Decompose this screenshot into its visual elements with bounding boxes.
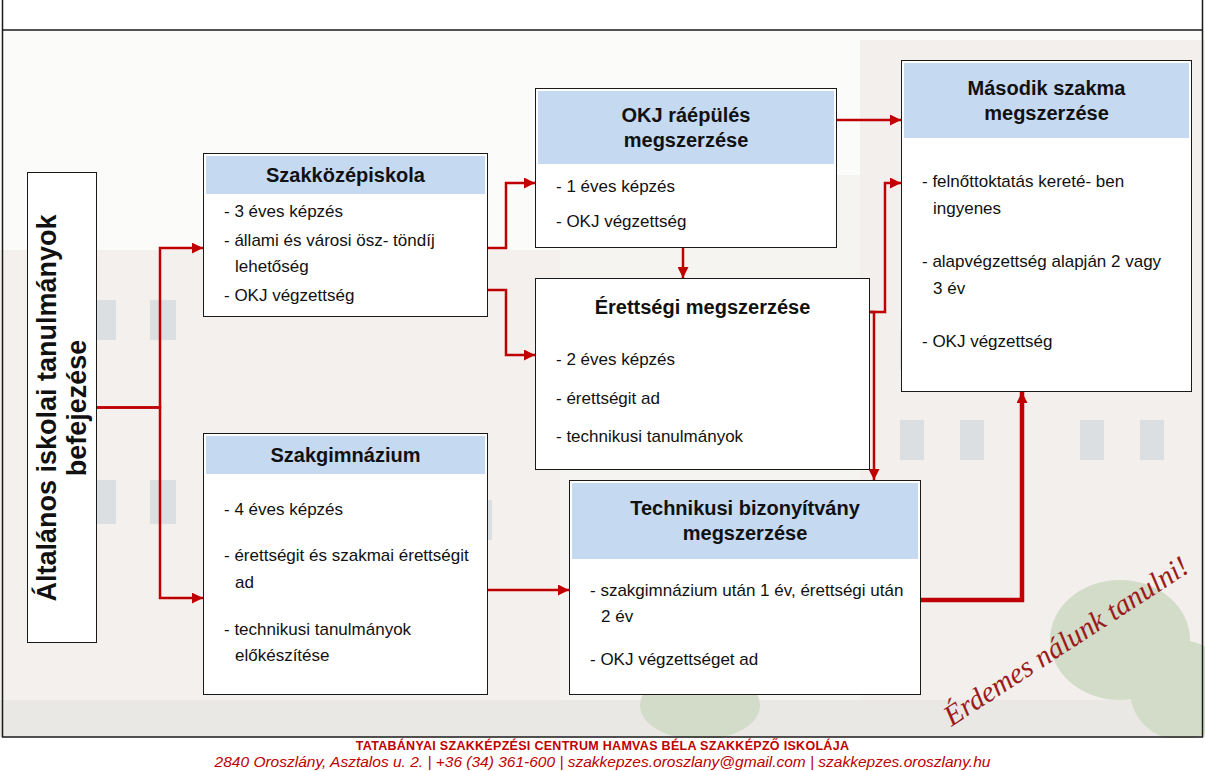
box-bullet: - technikusi tanulmányok előkészítése xyxy=(224,617,475,670)
stage-box: Technikusi bizonyítvány megszerzése - sza… xyxy=(569,480,921,695)
contact-line: 2840 Oroszlány, Asztalos u. 2. | +36 (34… xyxy=(0,753,1205,771)
box-bullet: - OKJ végzettséget ad xyxy=(590,647,908,673)
flow-arrow xyxy=(488,183,535,248)
box-body: - 4 éves képzés - érettségit és szakmai é… xyxy=(204,474,487,694)
box-body: - 1 éves képzés - OKJ végzettség xyxy=(536,164,836,247)
box-bullet: - OKJ végzettség xyxy=(556,209,824,235)
box-bullet: - 1 éves képzés xyxy=(556,174,824,200)
box-bullet: - OKJ végzettség xyxy=(922,329,1165,355)
flow-arrow xyxy=(682,248,685,278)
box-heading: Szakgimnázium xyxy=(206,436,485,474)
frame-divider xyxy=(3,29,1203,31)
flow-arrow xyxy=(870,183,901,312)
box-bullet: - felnőttoktatás kereté- ben ingyenes xyxy=(922,169,1165,222)
slogan-text: Érdemes nálunk tanulni! xyxy=(937,549,1195,732)
box-heading: Technikusi bizonyítvány megszerzése xyxy=(572,483,918,559)
box-heading: Szakközépiskola xyxy=(206,156,485,194)
start-text-group: Általános iskolai tanulmányok befejezése xyxy=(32,207,92,608)
stage-box: Szakgimnázium - 4 éves képzés - érettségit… xyxy=(203,433,488,695)
stage-box: Második szakma megszerzése- felnőttoktat… xyxy=(901,60,1192,392)
box-body: - 3 éves képzés - állami és városi ösz- t… xyxy=(204,194,487,316)
box-bullet: - alapvégzettség alapján 2 vagy 3 év xyxy=(922,249,1165,302)
flow-arrow xyxy=(921,392,1022,600)
box-bullet: - állami és városi ösz- töndíj lehetőség xyxy=(224,228,475,281)
footer-band: TATABÁNYAI SZAKKÉPZÉSI CENTRUM HAMVAS BÉ… xyxy=(0,738,1205,771)
stage-box: Érettségi megszerzése - 2 éves képzés - ér… xyxy=(535,278,870,470)
box-heading: Második szakma megszerzése xyxy=(904,63,1189,138)
box-heading: Érettségi megszerzése xyxy=(538,281,867,333)
box-body: - 2 éves képzés - érettségit ad - techniku… xyxy=(536,333,869,469)
box-body: - szakgimnázium után 1 év, érettségi utá… xyxy=(570,559,920,694)
sky xyxy=(0,30,1205,737)
flow-arrow xyxy=(837,119,901,122)
box-bullet: - érettségit ad xyxy=(556,386,857,412)
school-name: TATABÁNYAI SZAKKÉPZÉSI CENTRUM HAMVAS BÉ… xyxy=(0,739,1205,753)
flow-arrow xyxy=(488,290,535,355)
box-bullet: - érettségit és szakmai érettségit ad xyxy=(224,543,475,596)
ground xyxy=(0,700,1205,737)
flow-arrow xyxy=(488,589,569,592)
box-body: - felnőttoktatás kereté- ben ingyenes - a… xyxy=(902,138,1191,391)
box-bullet: - OKJ végzettség xyxy=(224,283,475,309)
flow-arrow xyxy=(870,312,874,480)
start-box: Általános iskolai tanulmányok befejezése xyxy=(27,172,97,643)
flow-arrow xyxy=(97,408,203,599)
box-heading: OKJ ráépülés megszerzése xyxy=(538,91,834,164)
box-bullet: - 2 éves képzés xyxy=(556,347,857,373)
box-bullet: - szakgimnázium után 1 év, érettségi utá… xyxy=(590,578,908,631)
stage-box: OKJ ráépülés megszerzése- 1 éves képzés-… xyxy=(535,88,837,248)
photo-group xyxy=(0,30,1205,740)
start-text: Általános iskolai tanulmányok befejezése xyxy=(32,207,92,608)
box-bullet: - 3 éves képzés xyxy=(224,199,475,225)
box-bullet: - 4 éves képzés xyxy=(224,497,475,523)
frame-border xyxy=(3,0,1203,737)
stage-box: Szakközépiskola - 3 éves képzés - állami é… xyxy=(203,153,488,317)
flow-arrow xyxy=(97,248,203,407)
box-bullet: - technikusi tanulmányok xyxy=(556,424,857,450)
